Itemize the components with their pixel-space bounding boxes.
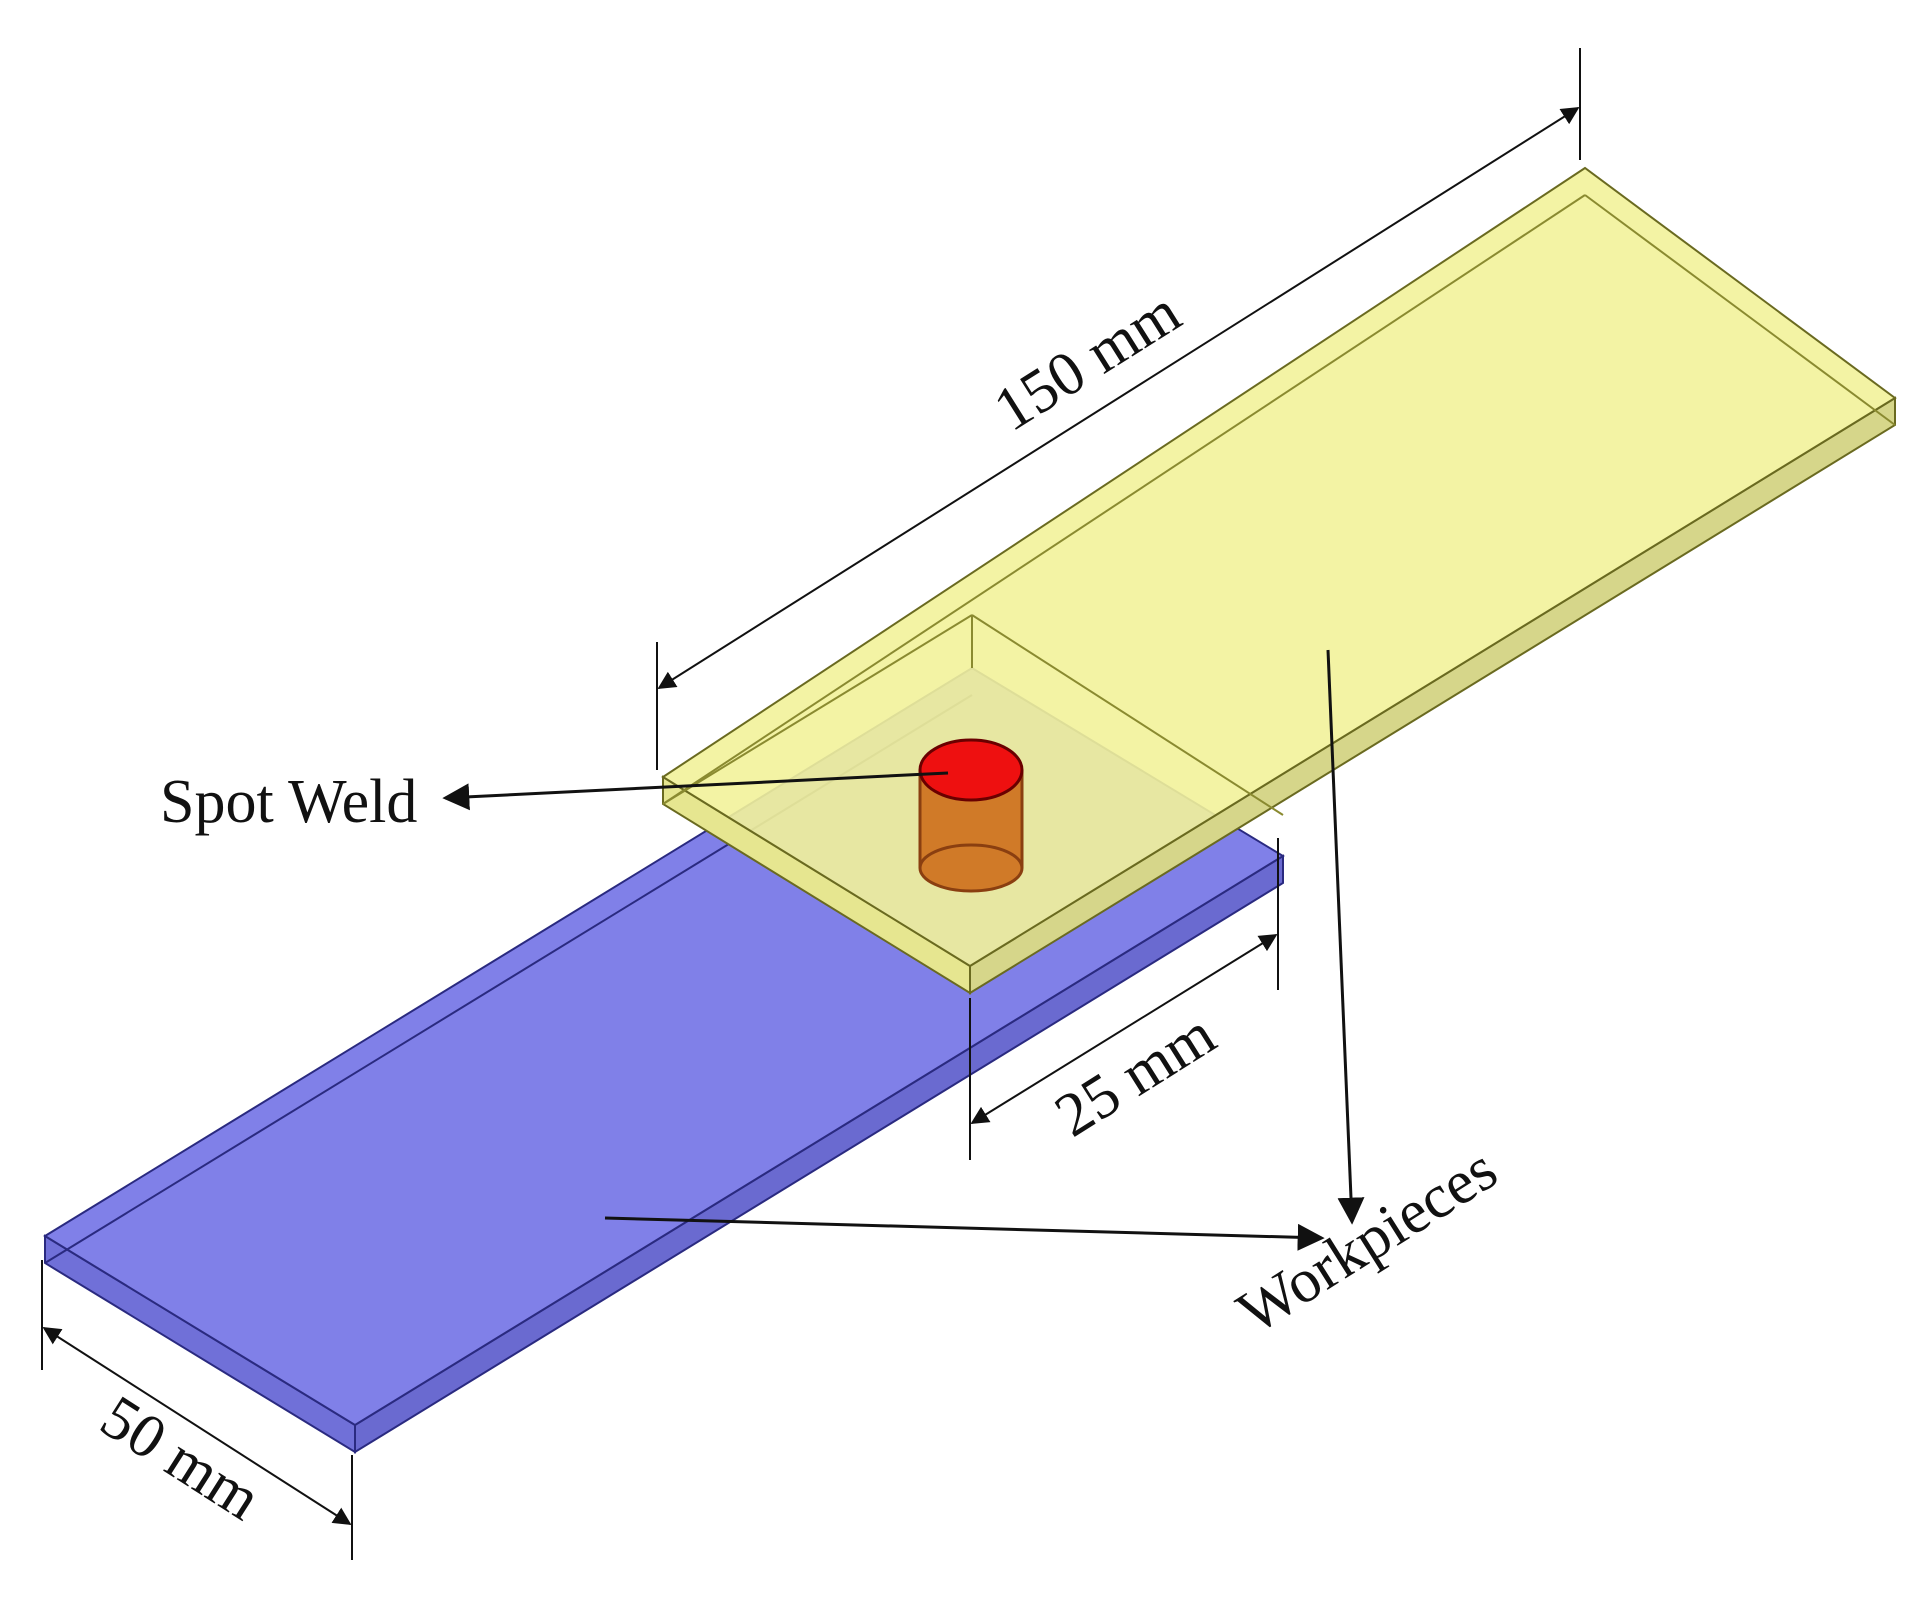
weld-cylinder-bottom	[918, 843, 1024, 893]
double-headed-arrow-icon	[42, 1327, 352, 1525]
weld-cylinder-top	[918, 738, 1024, 802]
spot-weld-nugget	[918, 738, 1024, 893]
dimension-label-150mm: 150 mm	[983, 278, 1193, 445]
single-headed-arrow-icon	[1326, 649, 1365, 1225]
single-headed-arrow-icon	[604, 1216, 1325, 1251]
upper-plate-hidden-edge-back	[1584, 194, 1896, 426]
dimension-label-50mm: 50 mm	[89, 1383, 272, 1534]
callout-label-workpieces: Workpieces	[1226, 1135, 1509, 1348]
callout-label-spot-weld: Spot Weld	[160, 768, 417, 836]
callout-spot-weld: Spot Weld	[160, 768, 949, 836]
double-headed-arrow-icon	[970, 934, 1278, 1124]
single-headed-arrow-icon	[442, 771, 949, 811]
double-headed-arrow-icon	[657, 107, 1580, 689]
